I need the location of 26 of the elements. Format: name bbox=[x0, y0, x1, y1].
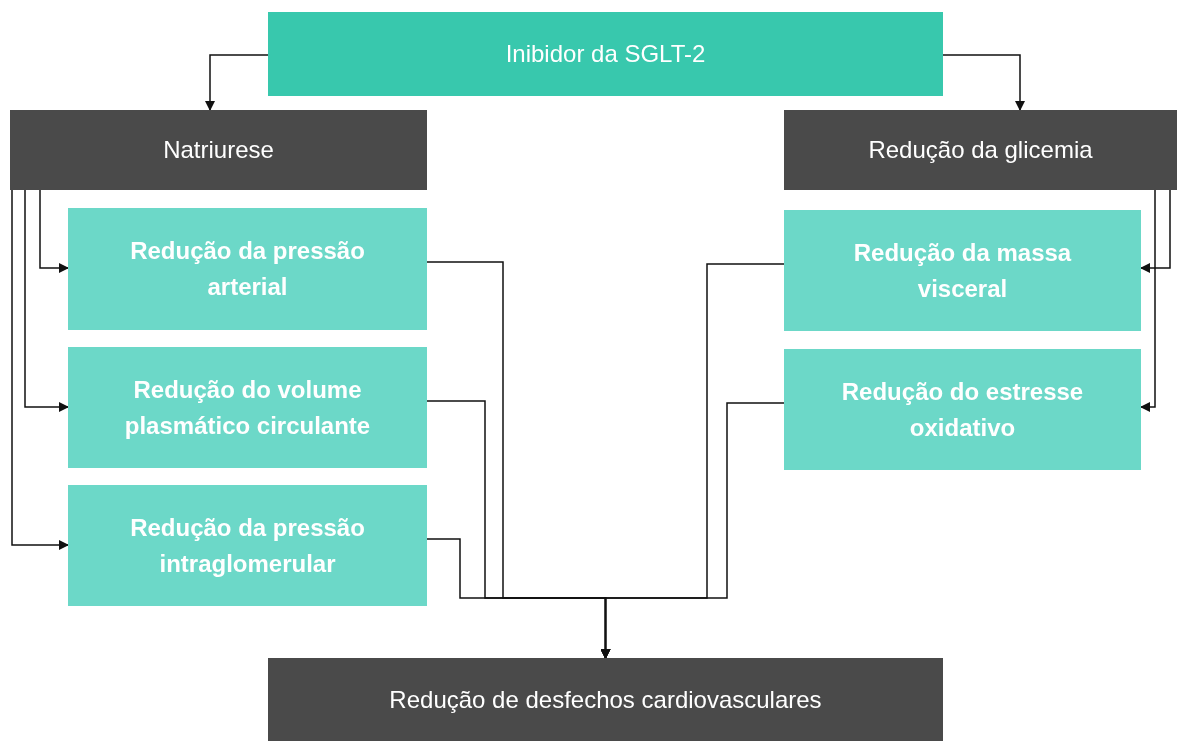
process-box bbox=[10, 110, 427, 190]
box-label: Redução da massa visceral bbox=[852, 237, 1073, 304]
arrow bbox=[205, 54, 269, 111]
box-label: Natriurese bbox=[163, 135, 274, 165]
process-box bbox=[784, 210, 1141, 331]
box-label: Redução de desfechos cardiovasculares bbox=[389, 684, 822, 715]
process-box bbox=[784, 349, 1141, 470]
arrow bbox=[600, 402, 785, 659]
process-box bbox=[68, 208, 427, 330]
box-label: Redução do estresse oxidativo bbox=[840, 376, 1085, 443]
box-label: Redução da pressão arterial bbox=[129, 236, 366, 302]
process-box bbox=[268, 658, 943, 741]
arrow bbox=[11, 189, 69, 550]
arrow bbox=[1140, 189, 1171, 273]
arrow bbox=[24, 189, 69, 412]
process-box bbox=[268, 12, 943, 96]
box-label: Redução da glicemia bbox=[868, 135, 1093, 165]
process-box bbox=[784, 110, 1177, 190]
arrow bbox=[39, 189, 69, 273]
process-box bbox=[68, 485, 427, 606]
box-label: Redução da pressão intraglomerular bbox=[129, 512, 366, 579]
arrow bbox=[942, 54, 1025, 111]
box-label: Inibidor da SGLT-2 bbox=[505, 39, 706, 69]
arrow bbox=[1140, 189, 1156, 412]
process-box bbox=[68, 347, 427, 468]
box-label: Redução do volume plasmático circulante bbox=[123, 374, 372, 441]
